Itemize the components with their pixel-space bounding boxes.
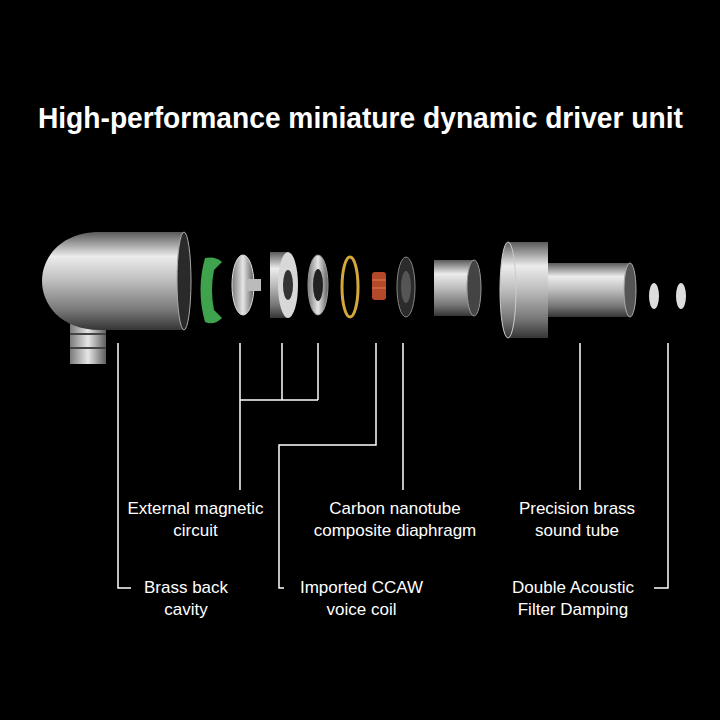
tube-flange-face: [500, 242, 516, 338]
part-label: Double Acoustic Filter Damping: [498, 577, 648, 621]
cavity-opening: [177, 232, 191, 330]
acoustic-filter: [676, 283, 686, 309]
part-label: Brass back cavity: [136, 577, 236, 621]
leader-line: [402, 343, 404, 490]
part-label: External magnetic circuit: [108, 498, 283, 542]
pole-pin: [247, 279, 261, 291]
leader-line: [240, 399, 318, 401]
front-ring-face: [467, 260, 481, 316]
title: High-performance miniature dynamic drive…: [38, 100, 683, 136]
part-label: Imported CCAW voice coil: [289, 577, 434, 621]
back-cavity: [42, 232, 191, 364]
green-clip: [201, 258, 223, 324]
leader-line: [317, 343, 319, 400]
leader-line: [279, 343, 376, 588]
coil-wire: [372, 288, 386, 289]
diaphragm: [397, 257, 415, 317]
magnet-hole: [283, 270, 293, 300]
leader-line: [118, 343, 131, 588]
part-label: Precision brass sound tube: [502, 498, 652, 542]
cavity-body: [42, 232, 185, 330]
diaphragm-dome: [401, 271, 411, 303]
voice-coil: [372, 272, 386, 300]
gold-ring: [342, 257, 358, 317]
leader-line: [654, 343, 668, 588]
part-label: Carbon nanotube composite diaphragm: [305, 498, 485, 542]
leader-line: [281, 343, 283, 400]
washer: [308, 255, 328, 315]
magnet-face: [278, 252, 298, 318]
acoustic-filter: [649, 283, 659, 309]
leader-line: [239, 343, 241, 490]
tube-end: [624, 263, 636, 317]
leader-line: [579, 343, 581, 490]
title-row: High-performance miniature dynamic drive…: [0, 100, 720, 136]
stem-rib: [70, 347, 106, 349]
stem-rib: [70, 333, 106, 335]
washer-hole: [313, 269, 323, 301]
coil-wire: [372, 280, 386, 281]
leader-lines: [118, 343, 668, 588]
tube-nozzle: [548, 263, 630, 317]
